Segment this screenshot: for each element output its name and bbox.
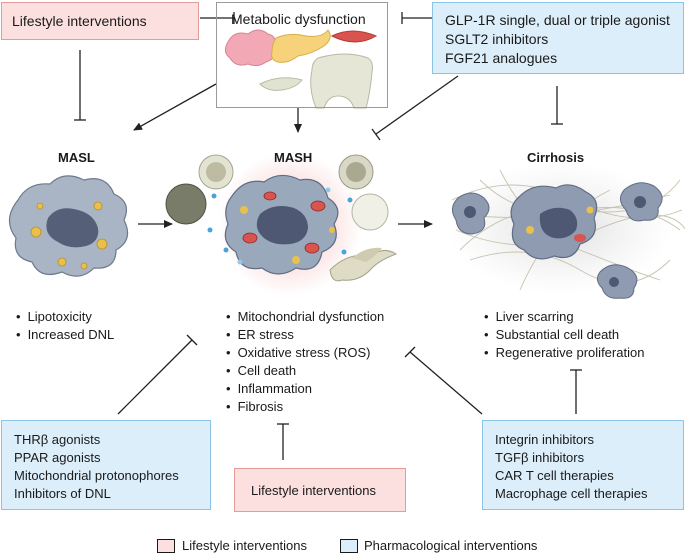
metabolic-dysfunction-box: Metabolic dysfunction: [216, 2, 388, 108]
top-pharma-box: GLP-1R single, dual or triple agonist SG…: [432, 2, 684, 74]
bottom-center-lifestyle-label: Lifestyle interventions: [251, 483, 377, 498]
list-item: Lipotoxicity: [16, 308, 114, 326]
masl-features-list: Lipotoxicity Increased DNL: [16, 308, 115, 344]
list-item: Fibrosis: [226, 398, 384, 416]
cirrhosis-illustration: [448, 162, 685, 299]
list-item: ER stress: [226, 326, 384, 344]
legend-swatch-pharma: [340, 539, 358, 553]
bottom-right-pharma-box: Integrin inhibitors TGFβ inhibitors CAR …: [482, 420, 684, 510]
pharma-item-3: FGF21 analogues: [445, 50, 558, 66]
list-item: Oxidative stress (ROS): [226, 344, 384, 362]
mash-hepatocyte-illustration: [165, 152, 398, 296]
list-item: Cell death: [226, 362, 384, 380]
top-lifestyle-box: Lifestyle interventions: [1, 2, 199, 40]
legend-label-pharma: Pharmacological interventions: [364, 538, 538, 553]
list-item: Mitochondrial dysfunction: [226, 308, 385, 326]
legend-swatch-lifestyle: [157, 539, 175, 553]
list-item: Increased DNL: [16, 326, 115, 344]
liver-icon: [259, 77, 303, 91]
cirrhosis-title: Cirrhosis: [527, 150, 585, 165]
bottom-right-item-2: TGFβ inhibitors: [495, 450, 585, 465]
metabolic-dysfunction-label: Metabolic dysfunction: [231, 11, 366, 27]
masl-hepatocyte-illustration: [8, 175, 129, 277]
pharma-item-1: GLP-1R single, dual or triple agonist: [445, 12, 670, 28]
cirrhosis-features-list: Liver scarring Substantial cell death Re…: [484, 308, 645, 362]
bottom-center-lifestyle-box: Lifestyle interventions: [234, 468, 406, 512]
arrow-metabolic-to-masl: [133, 83, 217, 131]
metabolic-organs-illustration: [224, 29, 378, 109]
bottom-right-item-3: CAR T cell therapies: [495, 468, 614, 483]
bottom-left-item-1: THRβ agonists: [14, 432, 101, 447]
bottom-left-item-2: PPAR agonists: [14, 450, 101, 465]
bottom-left-pharma-box: THRβ agonists PPAR agonists Mitochondria…: [1, 420, 211, 510]
bottom-left-item-3: Mitochondrial protonophores: [14, 468, 179, 483]
bottom-left-item-4: Inhibitors of DNL: [14, 486, 111, 501]
list-item: Inflammation: [226, 380, 384, 398]
top-lifestyle-label: Lifestyle interventions: [12, 13, 147, 29]
list-item: Liver scarring: [484, 308, 644, 326]
list-item: Regenerative proliferation: [484, 344, 645, 362]
flow-arrows: [133, 83, 433, 228]
pancreas-icon: [271, 29, 331, 63]
inhibition-lines: [74, 12, 582, 460]
mash-title: MASH: [274, 150, 313, 165]
legend-label-lifestyle: Lifestyle interventions: [182, 538, 308, 553]
pharma-item-2: SGLT2 inhibitors: [445, 31, 549, 47]
list-item: Substantial cell death: [484, 326, 644, 344]
masl-title: MASL: [58, 150, 95, 165]
bottom-right-item-1: Integrin inhibitors: [495, 432, 594, 447]
bottom-right-item-4: Macrophage cell therapies: [495, 486, 648, 501]
intestine-icon: [310, 53, 373, 109]
muscle-icon: [330, 30, 378, 43]
mash-features-list: Mitochondrial dysfunction ER stress Oxid…: [226, 308, 385, 416]
